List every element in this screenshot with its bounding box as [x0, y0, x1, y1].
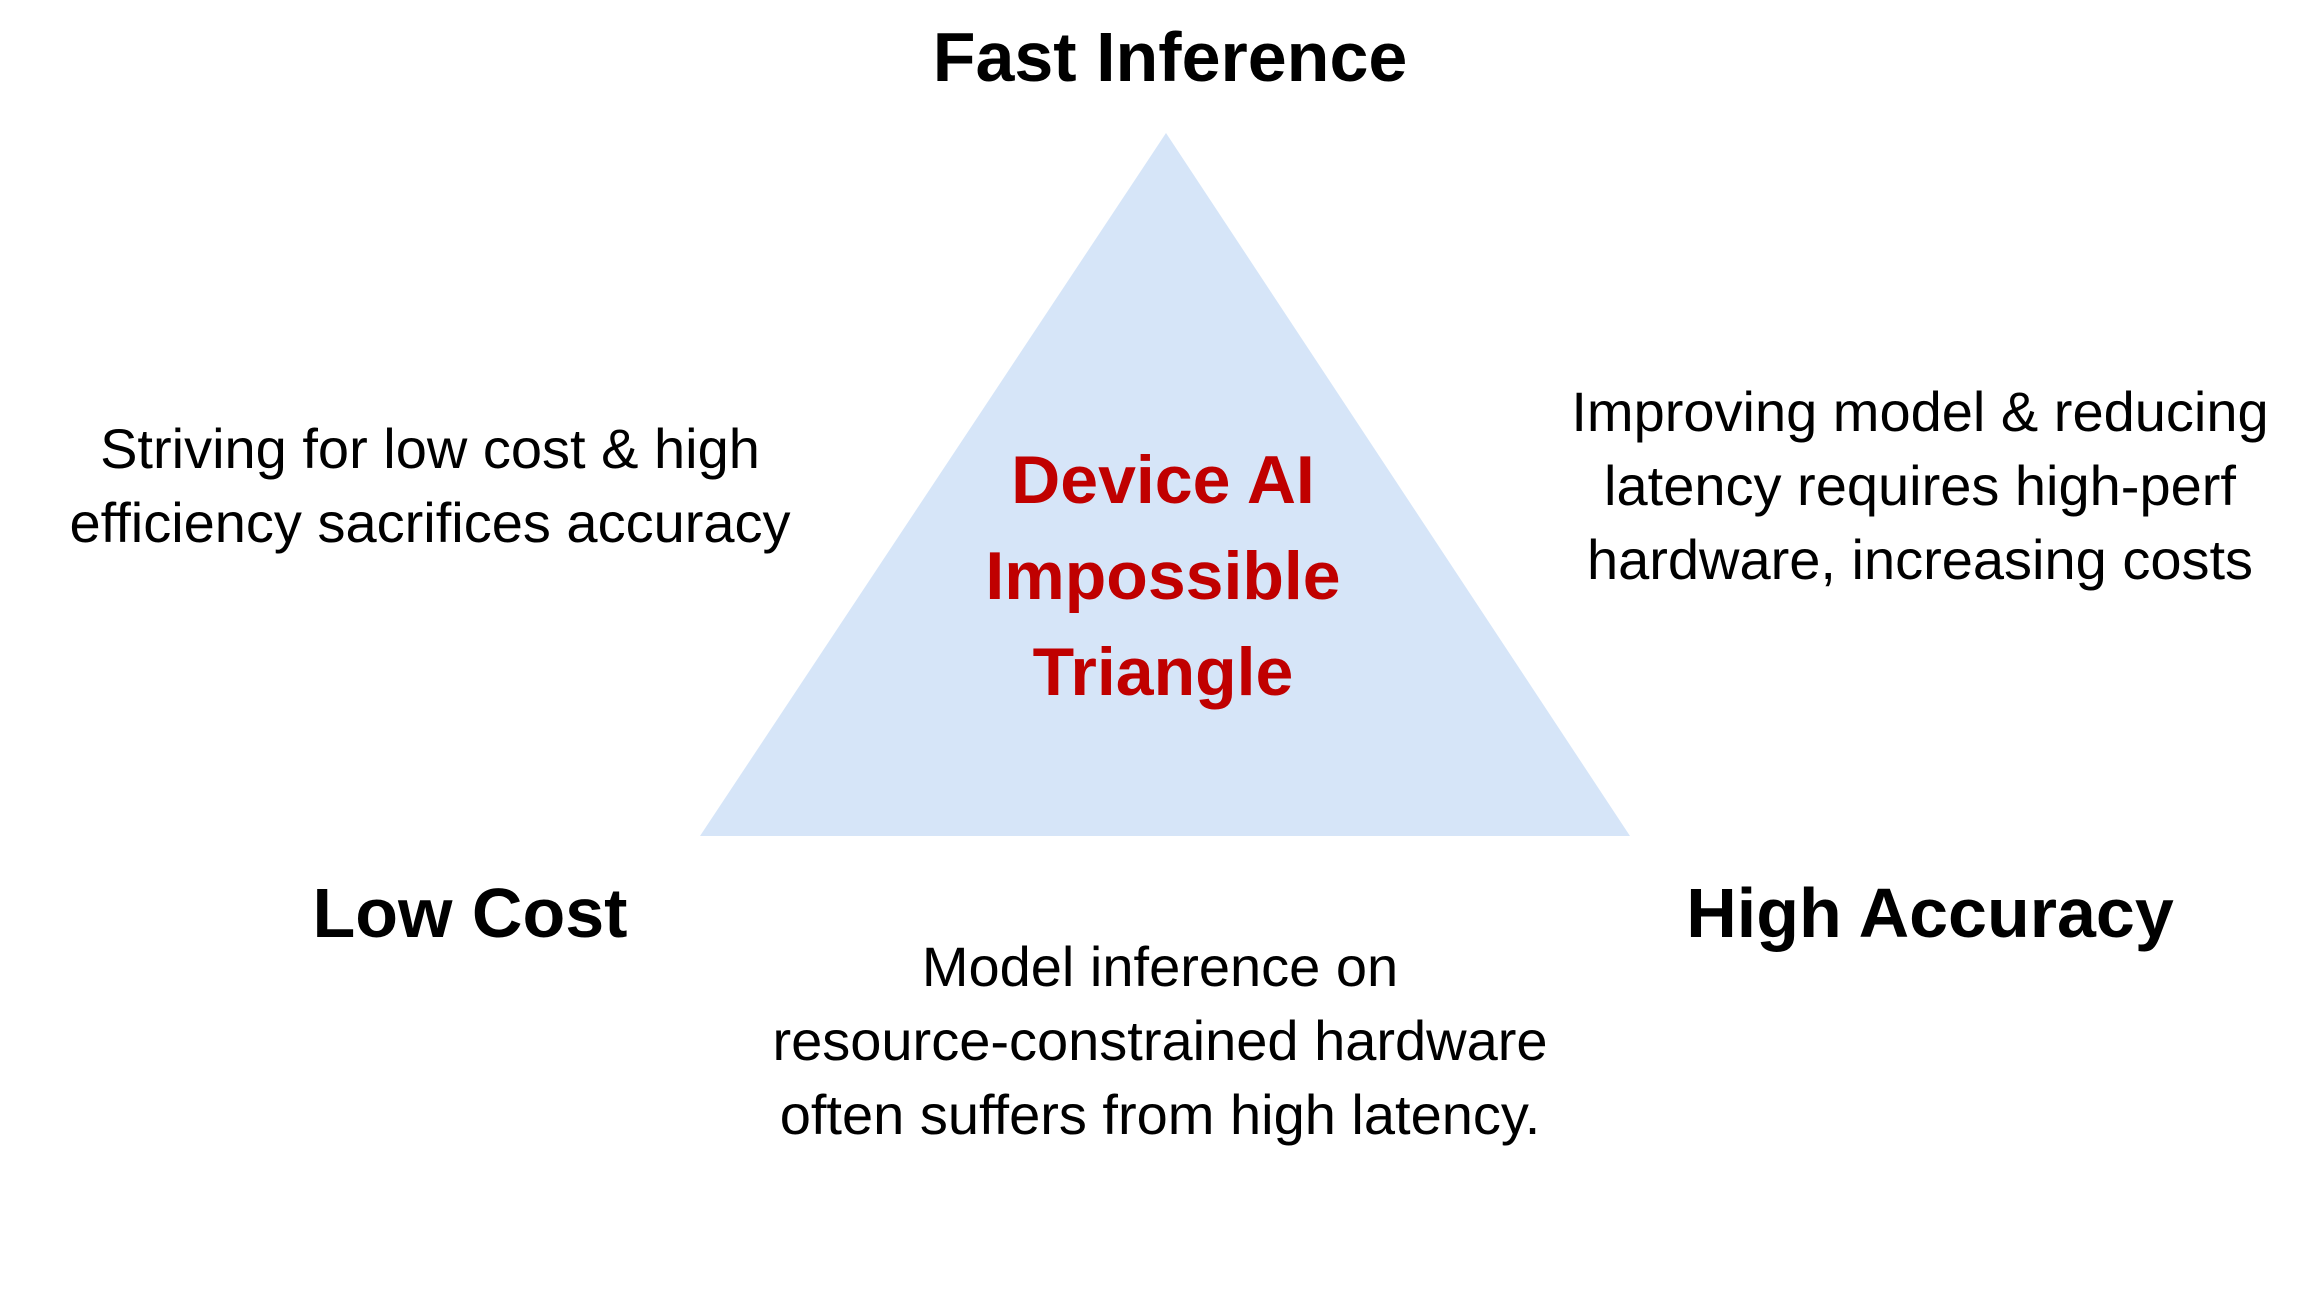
- description-line: efficiency sacrifices accuracy: [69, 491, 791, 554]
- description-right: Improving model & reducing latency requi…: [1530, 375, 2308, 597]
- vertex-label-low-cost: Low Cost: [312, 874, 628, 952]
- triangle-shape: [700, 133, 1630, 836]
- description-left: Striving for low cost & high efficiency …: [20, 412, 840, 560]
- description-line: Improving model & reducing: [1571, 380, 2269, 443]
- description-line: Striving for low cost & high: [100, 417, 760, 480]
- description-line: resource-constrained hardware: [772, 1009, 1548, 1072]
- center-title: Device AI Impossible Triangle: [903, 432, 1423, 720]
- vertex-label-high-accuracy: High Accuracy: [1686, 874, 2174, 952]
- description-line: often suffers from high latency.: [779, 1083, 1541, 1146]
- center-title-line: Triangle: [1032, 634, 1294, 710]
- description-line: Model inference on: [921, 935, 1399, 998]
- description-bottom: Model inference on resource-constrained …: [700, 930, 1620, 1152]
- description-line: hardware, increasing costs: [1586, 528, 2254, 591]
- center-title-line: Impossible: [985, 538, 1341, 614]
- center-title-line: Device AI: [1011, 442, 1315, 518]
- vertex-label-fast-inference: Fast Inference: [932, 18, 1408, 96]
- description-line: latency requires high-perf: [1604, 454, 2236, 517]
